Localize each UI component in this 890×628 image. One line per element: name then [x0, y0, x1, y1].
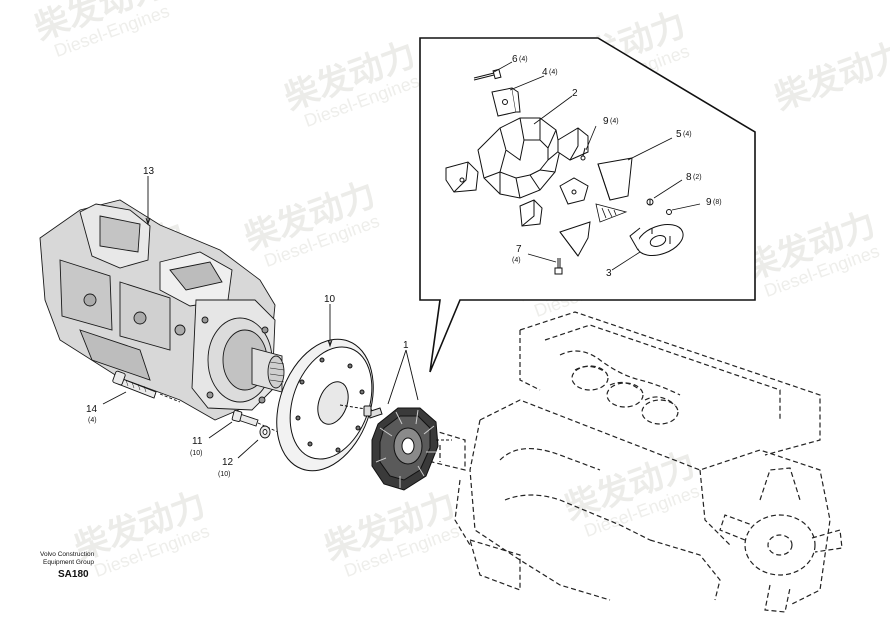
callout-14-number: 14: [86, 404, 98, 415]
wedge-hatched: [595, 203, 628, 223]
detail-inset: [419, 37, 756, 373]
hydraulic-pump-part-13: [39, 199, 285, 421]
callout-11-qty: (10): [190, 450, 202, 457]
washer-part-12: [259, 425, 271, 439]
screw-part-9-lower: [666, 209, 672, 215]
callout-4-qty: (4): [549, 69, 558, 76]
callout-6-number: 6: [512, 54, 518, 65]
detail-callout-frame: [419, 37, 756, 373]
callout-5-number: 5: [676, 129, 682, 140]
hub-part-3: [629, 223, 684, 257]
callout-12-number: 12: [222, 457, 234, 468]
callout-5-qty: (4): [683, 131, 692, 138]
callout-7-number: 7: [516, 244, 522, 255]
wedge-block-center: [559, 177, 589, 205]
callout-2-number: 2: [572, 88, 578, 99]
diagram-footer: Volvo Construction Equipment Group SA180: [40, 551, 95, 580]
callout-10-number: 10: [324, 294, 336, 305]
inset-leaders: [493, 61, 701, 271]
callout-1-number: 1: [403, 340, 409, 351]
callout-7-qty: (4): [512, 257, 521, 264]
bolt-part-14: [112, 370, 181, 403]
watermark-cn: 柴发动力: [769, 34, 890, 118]
callout-3-number: 3: [606, 268, 612, 279]
screw-part-9-upper: [580, 147, 586, 161]
footer-company-line1: Volvo Construction: [40, 551, 95, 558]
callout-14-qty: (4): [88, 417, 97, 424]
callout-6-qty: (4): [519, 56, 528, 63]
callout-labels: 13 10 1 14 (4) 11 (10) 12 (10) 6 (4) 4 (…: [86, 54, 722, 478]
callout-8-number: 8: [686, 172, 692, 183]
callout-13-number: 13: [143, 166, 155, 177]
bracket-part-4: [491, 87, 521, 117]
callout-11-number: 11: [192, 436, 203, 447]
setscrew-part-8: [646, 198, 654, 206]
engine-outline: [431, 311, 843, 613]
wedge-block-bottom: [519, 199, 543, 227]
screw-part-7: [554, 258, 563, 275]
footer-company-line2: Equipment Group: [43, 559, 94, 566]
callout-8-qty: (2): [693, 174, 702, 181]
callout-9-upper-qty: (4): [610, 118, 619, 125]
bolt-part-11: [231, 410, 279, 433]
diagram-code: SA180: [58, 569, 89, 580]
callout-9-lower-number: 9: [706, 197, 712, 208]
wedge-block-upper: [557, 127, 589, 161]
wedge-part-5: [597, 157, 633, 201]
callout-9-lower-qty: (8): [713, 199, 722, 206]
callout-4-number: 4: [542, 67, 548, 78]
wedge-cone: [559, 221, 591, 257]
main-leaders: [102, 176, 419, 459]
coupling-part-1: [363, 405, 452, 491]
rubber-element-part-2: [477, 117, 561, 199]
flywheel-plate-part-10: [276, 338, 374, 472]
callout-9-upper-number: 9: [603, 116, 609, 127]
wedge-block-left: [445, 161, 479, 193]
callout-12-qty: (10): [218, 471, 230, 478]
